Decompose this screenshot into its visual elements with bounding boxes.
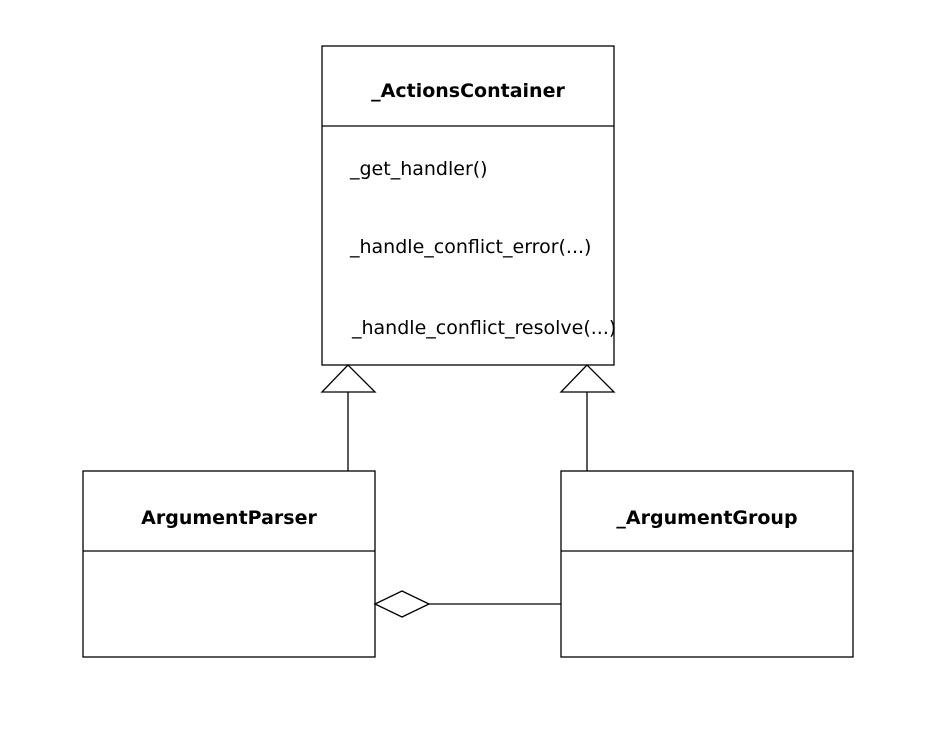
inheritance-arrowhead-left [320,364,377,393]
method-handle-conflict-resolve: _handle_conflict_resolve(...) [351,317,616,339]
method-handle-conflict-error: _handle_conflict_error(...) [349,236,591,258]
class-argument-group-box [560,470,854,658]
aggregation-relation [373,590,561,618]
class-actions-container-box [321,45,615,366]
inheritance-argumentparser [320,364,377,471]
class-argument-group: _ArgumentGroup [560,470,854,658]
class-actions-container-name: _ActionsContainer [371,80,565,102]
inheritance-arrowhead-right [559,364,616,393]
class-argument-parser-box [82,470,376,658]
class-argument-group-name: _ArgumentGroup [616,507,797,529]
inheritance-argumentgroup [559,364,616,471]
aggregation-diamond [373,590,431,618]
class-actions-container: _ActionsContainer _get_handler() _handle… [321,45,616,366]
method-get-handler: _get_handler() [349,158,488,180]
class-argument-parser-name: ArgumentParser [141,507,317,529]
class-argument-parser: ArgumentParser [82,470,376,658]
